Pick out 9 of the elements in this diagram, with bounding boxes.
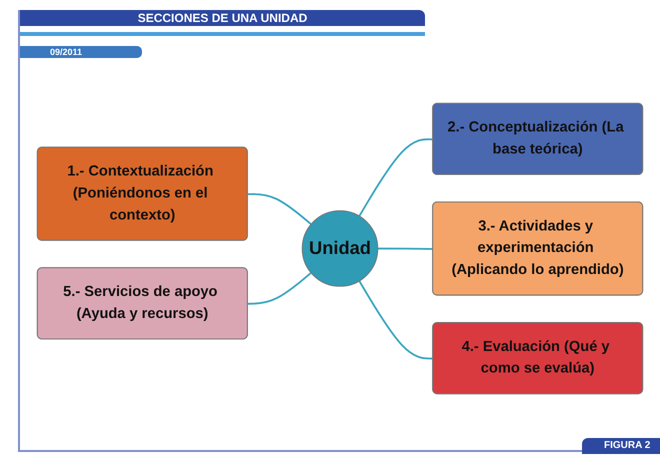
connector (248, 193, 312, 225)
connector (358, 138, 434, 216)
figure-tab: FIGURA 2 (582, 438, 660, 454)
title-banner: SECCIONES DE UNA UNIDAD (20, 10, 425, 26)
date-badge: 09/2011 (20, 46, 142, 58)
node-circle: Unidad (302, 210, 378, 287)
connector (248, 272, 312, 305)
connector (358, 280, 434, 360)
connector (378, 248, 434, 250)
